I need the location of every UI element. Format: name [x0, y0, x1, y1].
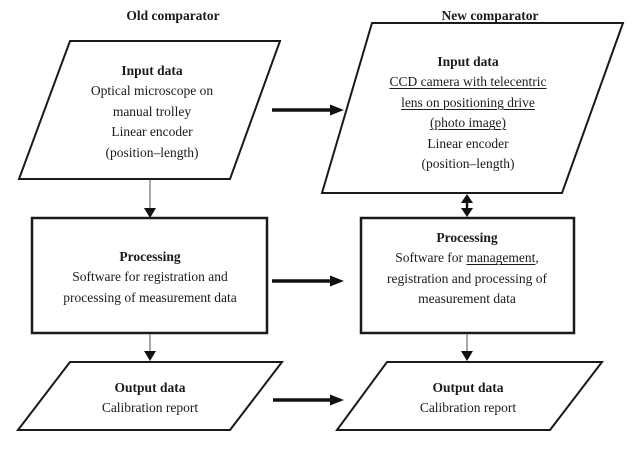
new-input-line: (position–length) [421, 156, 515, 172]
old-input-line: manual trolley [112, 103, 192, 119]
new-output-heading: Output data [432, 380, 504, 395]
old-input-parallelogram [17, 40, 282, 180]
new-input-parallelogram [320, 22, 625, 194]
arrow-old-input-to-old-processing [144, 180, 156, 218]
new-output-line: Calibration report [419, 400, 517, 416]
new-comparator-title: New comparator [441, 8, 539, 23]
new-processing-heading: Processing [436, 230, 498, 245]
new-processing-text: Processing Software for management, regi… [357, 228, 577, 310]
new-processing-line: registration and processing of [386, 270, 548, 286]
arrow-new-processing-to-new-output [461, 334, 473, 361]
new-output-text: Output data Calibration report [358, 378, 578, 419]
new-processing-line-mixed: Software for management, [357, 248, 577, 268]
old-input-text: Input data Optical microscope on manual … [42, 61, 262, 163]
new-processing-line-suffix: , [535, 250, 539, 266]
old-input-line: Optical microscope on [90, 83, 214, 99]
new-input-underlined-line: (photo image) [429, 115, 507, 131]
new-processing-line: measurement data [418, 291, 516, 307]
old-input-heading: Input data [121, 63, 183, 78]
old-processing-text: Processing Software for registration and… [40, 247, 260, 308]
new-processing-line-prefix: Software for [395, 250, 467, 266]
arrow-old-processing-to-old-output [144, 334, 156, 361]
arrow-old-processing-to-new-processing [272, 275, 344, 287]
old-processing-line: Software for registration and [72, 269, 228, 285]
new-processing-rectangle [359, 216, 576, 335]
old-input-line: Linear encoder [111, 124, 193, 140]
old-processing-rectangle [30, 216, 269, 335]
old-output-line: Calibration report [101, 400, 199, 416]
arrow-old-output-to-new-output [273, 394, 344, 406]
new-input-line: Linear encoder [427, 135, 509, 151]
old-input-line: (position–length) [105, 144, 199, 160]
old-output-heading: Output data [114, 380, 186, 395]
arrow-new-input-to-new-processing-bidirectional [461, 194, 473, 217]
new-processing-underlined-word: management [466, 250, 536, 266]
old-processing-line: processing of measurement data [63, 289, 237, 305]
arrow-old-input-to-new-input [272, 104, 344, 116]
new-input-heading: Input data [437, 54, 499, 69]
new-output-parallelogram [335, 361, 605, 431]
new-input-underlined-line: lens on positioning drive [401, 94, 535, 110]
old-output-parallelogram [15, 361, 285, 431]
old-processing-heading: Processing [119, 249, 181, 264]
old-comparator-title: Old comparator [126, 8, 220, 23]
old-output-text: Output data Calibration report [40, 378, 260, 419]
new-input-text: Input data CCD camera with telecentric l… [353, 52, 583, 174]
new-input-underlined-line: CCD camera with telecentric [389, 74, 547, 90]
